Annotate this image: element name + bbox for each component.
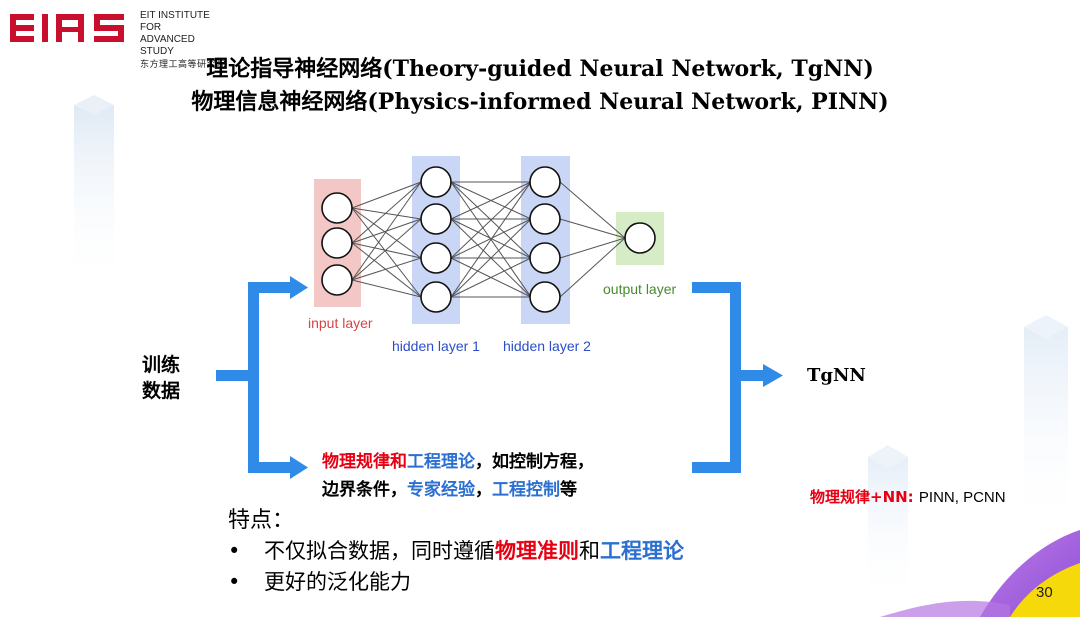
hidden1-node xyxy=(420,242,452,274)
pinn-note-key: 物理规律+NN: xyxy=(810,488,919,506)
logo-line2: ADVANCED STUDY xyxy=(140,34,195,57)
features-section: 特点： • 不仅拟合数据，同时遵循物理准则和工程理论 • 更好的泛化能力 xyxy=(228,505,684,598)
hidden1-node xyxy=(420,281,452,313)
result-arrow-stem xyxy=(741,370,765,381)
pinn-note: 物理规律+NN: PINN, PCNN xyxy=(810,486,1006,507)
decorative-bars-right xyxy=(1024,315,1068,537)
right-top-branch xyxy=(692,282,740,293)
institute-logo: EIT INSTITUTE FOR ADVANCED STUDY 东方理工高等研… xyxy=(8,8,228,69)
expert-experience-text: 专家经验 xyxy=(407,480,475,500)
right-bracket xyxy=(730,282,741,473)
boundary-condition-text: 边界条件， xyxy=(322,480,407,500)
physics-line-1: 物理规律和工程理论，如控制方程， xyxy=(322,448,594,476)
physics-knowledge-text: 物理规律和工程理论，如控制方程， 边界条件，专家经验，工程控制等 xyxy=(322,448,594,504)
hidden2-node xyxy=(529,166,561,198)
engineering-theory-text: 工程理论 xyxy=(407,452,475,472)
input-node xyxy=(321,227,353,259)
tgnn-label: TgNN xyxy=(807,365,866,386)
physics-law-text: 物理规律和 xyxy=(322,452,407,472)
feature-2-text: 更好的泛化能力 xyxy=(264,570,411,594)
result-arrowhead xyxy=(763,364,783,387)
training-data-label: 训练 数据 xyxy=(142,352,180,404)
physics-line-2: 边界条件，专家经验，工程控制等 xyxy=(322,476,594,504)
logo-text: EIT INSTITUTE FOR ADVANCED STUDY 东方理工高等研… xyxy=(140,10,228,70)
hidden1-node xyxy=(420,203,452,235)
left-bracket xyxy=(248,282,259,473)
training-data-line1: 训练 xyxy=(142,354,181,376)
bullet-icon: • xyxy=(228,539,241,563)
feature-1-text-a: 不仅拟合数据，同时遵循 xyxy=(264,539,495,563)
engineering-control-text: 工程控制 xyxy=(492,480,560,500)
top-branch-arrowhead xyxy=(290,276,308,299)
etc-text: 等 xyxy=(560,480,577,500)
governing-equation-text: ，如控制方程， xyxy=(475,452,594,472)
input-node xyxy=(321,264,353,296)
feature-1-engineering-theory: 工程理论 xyxy=(600,539,684,563)
top-branch xyxy=(248,282,292,293)
right-bottom-branch xyxy=(692,462,740,473)
hidden2-node xyxy=(529,281,561,313)
title-line-1: 理论指导神经网络(Theory-guided Neural Network, T… xyxy=(206,56,874,82)
feature-item-1: • 不仅拟合数据，同时遵循物理准则和工程理论 xyxy=(228,536,684,567)
hidden1-node xyxy=(420,166,452,198)
feature-1-physics-rule: 物理准则 xyxy=(495,539,579,563)
page-number: 30 xyxy=(1036,584,1053,601)
hidden-layer-1-label: hidden layer 1 xyxy=(392,338,480,354)
hidden2-node xyxy=(529,203,561,235)
comma-text: ， xyxy=(475,480,492,500)
connections xyxy=(351,181,626,298)
title-line-2: 物理信息神经网络(Physics-informed Neural Network… xyxy=(191,89,889,115)
feature-item-2: • 更好的泛化能力 xyxy=(228,567,684,598)
output-layer-label: output layer xyxy=(603,281,677,297)
eias-logo-mark xyxy=(10,14,124,42)
logo-line3: 东方理工高等研究院 xyxy=(140,59,226,69)
input-layer-label: input layer xyxy=(308,315,373,331)
output-node xyxy=(624,222,656,254)
decorative-corner-graphic xyxy=(868,445,1080,617)
bottom-branch-arrowhead xyxy=(290,456,308,479)
hidden2-node xyxy=(529,242,561,274)
hidden-layer-2-label: hidden layer 2 xyxy=(503,338,591,354)
bottom-branch xyxy=(248,462,292,473)
pinn-note-value: PINN, PCNN xyxy=(918,489,1006,506)
training-data-line2: 数据 xyxy=(142,380,181,402)
features-heading: 特点： xyxy=(228,508,295,533)
input-node xyxy=(321,192,353,224)
flow-arrows xyxy=(216,276,783,479)
train-arrow-stem xyxy=(216,370,250,381)
bullet-icon: • xyxy=(228,570,241,594)
logo-line1: EIT INSTITUTE FOR xyxy=(140,10,210,33)
decorative-bars-left xyxy=(74,95,114,290)
feature-1-text-c: 和 xyxy=(579,539,600,563)
